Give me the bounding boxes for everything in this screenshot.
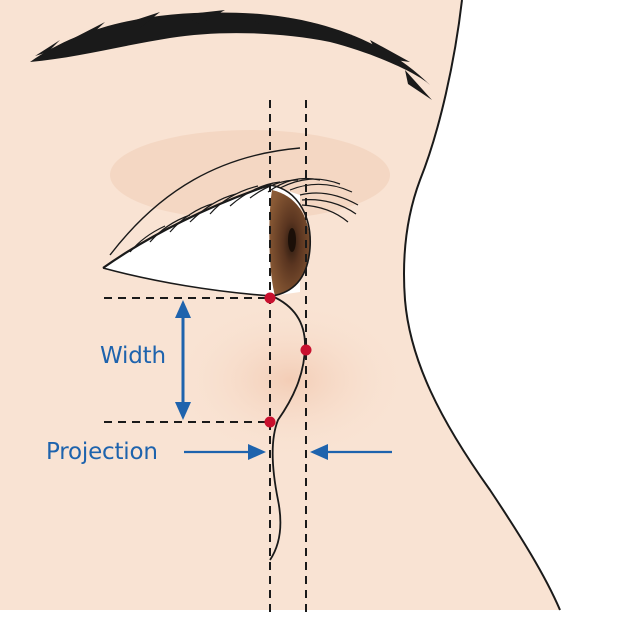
marker-lid-margin — [264, 292, 276, 304]
double-headed-arrow-icon — [175, 300, 191, 420]
pupil-highlight — [288, 228, 296, 252]
lower-lid-contour — [269, 295, 306, 561]
arrow-left-icon — [310, 444, 392, 460]
upper-lid-shading — [110, 130, 390, 220]
lower-lid-line — [102, 267, 273, 297]
eye-white — [103, 185, 300, 296]
cornea-outline — [269, 184, 311, 297]
upper-lashes — [129, 177, 353, 253]
marker-lid-bulge — [300, 344, 312, 356]
arrow-right-icon — [184, 444, 266, 460]
eyebrow — [30, 10, 432, 100]
lid-crease — [109, 147, 301, 256]
marker-lid-cheek-junction — [264, 416, 276, 428]
cheek-shading — [170, 300, 410, 460]
face-profile-outline — [402, 0, 561, 611]
width-label: Width — [100, 343, 166, 369]
projection-label: Projection — [46, 439, 158, 465]
